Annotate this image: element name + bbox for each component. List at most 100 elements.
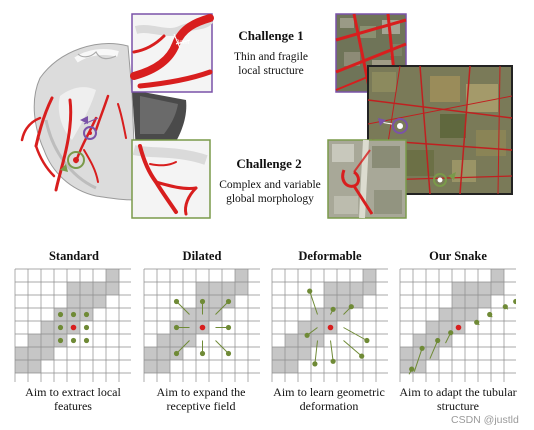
highlighted-cell [67,295,80,308]
highlighted-cell [80,282,93,295]
highlighted-cell [144,360,157,373]
highlighted-cell [93,282,106,295]
challenge1-marker [83,126,97,140]
sampling-point [359,353,365,359]
sampling-point [57,337,64,344]
sampling-point [57,311,64,318]
offset-arrow [343,327,368,341]
highlighted-cell [285,334,298,347]
sampling-point [435,337,441,344]
highlighted-cell [298,347,311,360]
sampling-point [487,311,493,318]
highlighted-cell [41,347,54,360]
coronary-vessel [34,96,54,148]
caption-standard: Aim to extract local features [25,385,121,413]
offset-arrow [413,348,423,372]
sampling-point [225,350,232,357]
highlighted-cell [28,334,41,347]
highlighted-cell [337,282,350,295]
highlighted-cell [106,269,119,282]
caption-deformable: Aim to learn geometric deformation [273,385,385,413]
sampling-point [173,298,180,305]
offset-arrow [330,340,334,362]
offset-arrow [429,340,439,359]
center-point [70,324,77,331]
sampling-point [330,358,336,364]
highlighted-cell [465,282,478,295]
challenge2-title: Challenge 2 [236,156,302,171]
offset-arrow [176,340,190,354]
sampling-point [57,324,64,331]
highlighted-cell [235,282,248,295]
highlighted-cell [157,360,170,373]
highlighted-cell [285,360,298,373]
grid-our-snake [399,268,516,382]
panel-title-our-snake: Our Snake [429,249,487,263]
sampling-point [225,324,232,331]
highlighted-cell [272,347,285,360]
sampling-point [409,366,415,372]
highlighted-cell [15,347,28,360]
offset-arrow [215,301,229,315]
caption-our-snake: Aim to adapt the tubular structure [399,385,517,413]
top-illustration: 3mm [20,13,513,219]
highlighted-cell [413,360,426,373]
center-point [199,324,206,331]
sampling-point [83,311,90,318]
challenge2-satellite-inset [327,139,407,219]
highlighted-cell [196,282,209,295]
highlighted-cell [426,334,439,347]
highlighted-cell [426,321,439,334]
highlighted-cell [324,295,337,308]
highlighted-cell [15,360,28,373]
highlighted-cell [93,295,106,308]
highlighted-cell [350,295,363,308]
offset-arrow [343,340,363,357]
sampling-point [173,350,180,357]
highlighted-cell [439,308,452,321]
grid-deformable [271,268,388,382]
offset-arrow [309,290,318,315]
panel-title-standard: Standard [48,249,100,263]
highlighted-cell [106,282,119,295]
sampling-point [364,337,370,344]
highlighted-cell [413,334,426,347]
challenge2-medical-inset [131,139,211,219]
highlighted-cell [67,282,80,295]
panel-title-dilated: Dilated [182,249,222,263]
highlighted-cell [465,295,478,308]
sampling-point [348,304,354,310]
highlighted-cell [209,282,222,295]
highlighted-cell [157,334,170,347]
highlighted-cell [363,269,376,282]
sampling-point [307,288,313,294]
sampling-point [173,324,180,331]
highlighted-cell [28,360,41,373]
highlighted-cell [144,347,157,360]
sampling-point [83,324,90,331]
sampling-point [513,298,516,305]
highlighted-cell [209,295,222,308]
highlighted-cell [478,282,491,295]
offset-arrow [314,340,318,364]
highlighted-cell [324,282,337,295]
challenge2-marker [67,151,85,169]
sampling-point [502,304,508,310]
challenge1-title: Challenge 1 [238,28,304,43]
challenge1-description: Thin and fragile local structure [233,51,309,77]
caption-dilated: Aim to expand the receptive field [156,385,246,413]
highlighted-cell [272,360,285,373]
watermark: CSDN @justld [451,414,519,426]
offset-arrow [215,340,229,354]
highlighted-cell [452,295,465,308]
sampling-point [419,345,425,351]
sampling-point [225,298,232,305]
highlighted-cell [235,269,248,282]
sampling-point [70,337,77,344]
highlighted-cell [491,282,504,295]
highlighted-cell [222,282,235,295]
sampling-point [312,361,318,367]
sampling-point [474,319,480,325]
highlighted-cell [170,334,183,347]
highlighted-cell [400,347,413,360]
